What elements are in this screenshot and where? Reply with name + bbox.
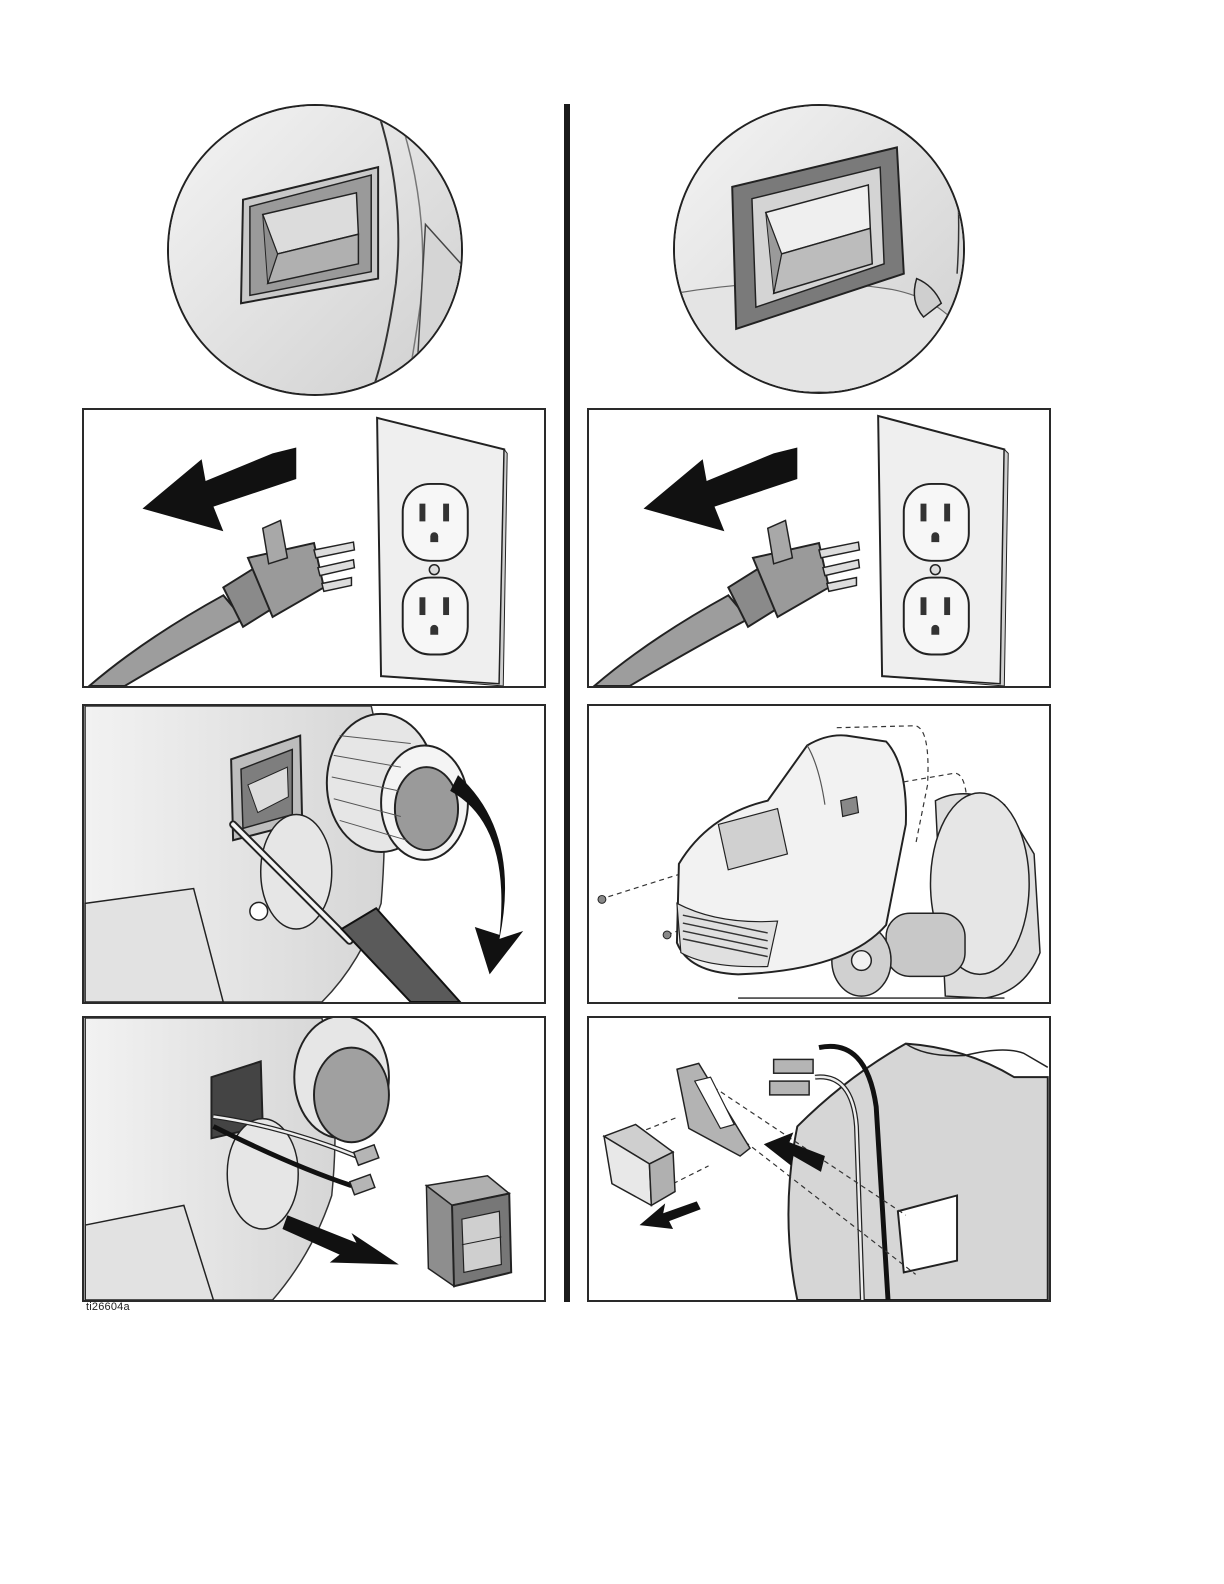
panel-unplug-left	[82, 408, 546, 688]
rocker-switch-icon	[604, 1124, 675, 1205]
switch-bezel	[677, 1063, 750, 1156]
rocker-switch-removed-icon	[426, 1176, 511, 1286]
plug-icon	[594, 520, 859, 686]
panel-unplug-right	[587, 408, 1051, 688]
figure-id-label: ti26604a	[86, 1301, 130, 1313]
plug-icon	[89, 520, 354, 686]
panel-install-switch	[587, 1016, 1051, 1302]
move-arrow-icon	[640, 1201, 701, 1229]
panel-pry-switch	[82, 704, 546, 1004]
motor-cover	[677, 735, 906, 974]
panel-remove-cover	[587, 704, 1051, 1004]
pull-arrow-icon	[142, 447, 296, 531]
pull-arrow-icon	[644, 447, 798, 531]
pressure-knob	[327, 714, 468, 860]
screw-icon	[598, 895, 671, 938]
switch-detail-circle-left	[167, 104, 463, 396]
panel-remove-switch	[82, 1016, 546, 1302]
column-divider	[564, 104, 570, 1302]
rocker-switch-icon	[169, 106, 461, 394]
rocker-switch-bezel-icon	[675, 106, 963, 392]
switch-detail-circle-right	[673, 104, 965, 394]
